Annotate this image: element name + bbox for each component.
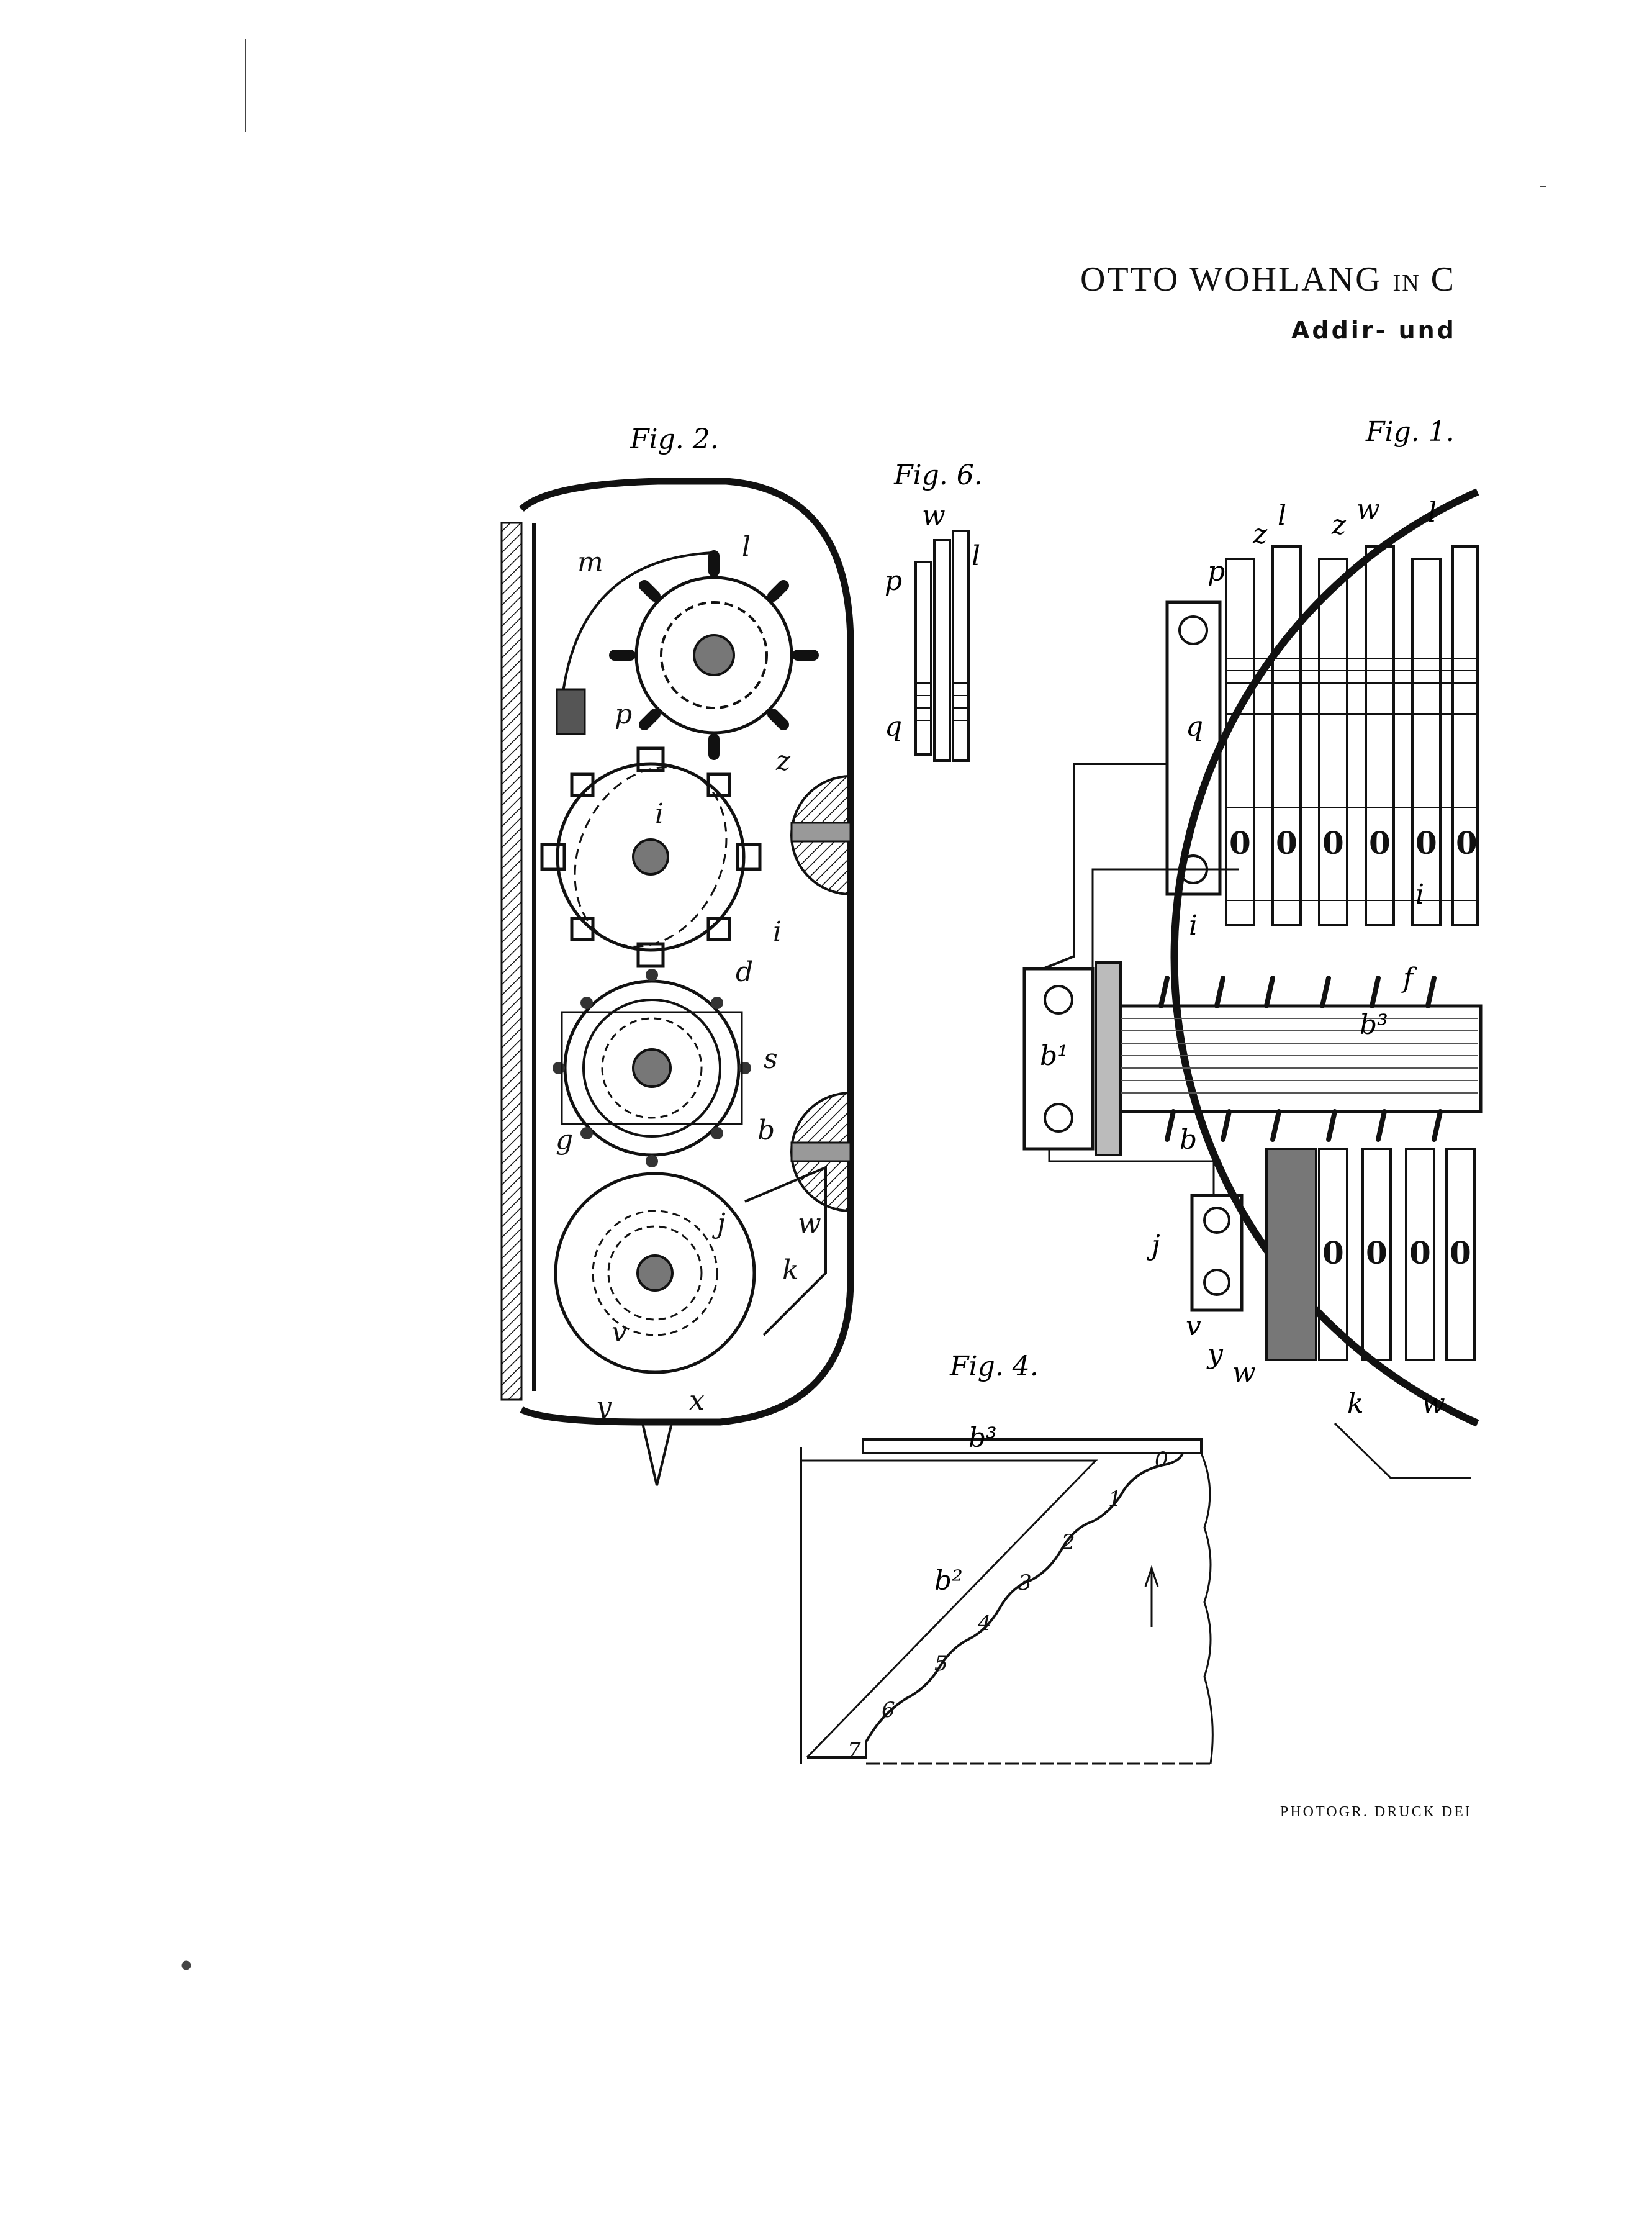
fig2-label-d: d: [736, 956, 753, 988]
fig1-label-y: y: [1206, 1338, 1224, 1370]
fig1-digit-3: 0: [1322, 825, 1344, 861]
fig1-label-i2: i: [1415, 879, 1424, 910]
fig6-label-q: q: [885, 711, 902, 743]
fig4-drawing: Fig. 4. b³ b² 0 1 2 3 4 5 6 7: [800, 1351, 1214, 1765]
fig1-label-k: k: [1347, 1388, 1364, 1420]
fig4-label-b3: b³: [968, 1422, 997, 1454]
fig4-step-6: 6: [882, 1698, 895, 1723]
fig1-label-b: b: [1180, 1124, 1197, 1156]
fig2-drawing: Fig. 2.: [500, 424, 854, 1486]
fig1-caption: Fig. 1.: [1365, 416, 1455, 448]
fig1-drawing: Fig. 1.: [1022, 416, 1483, 1479]
fig4-step-7: 7: [847, 1738, 861, 1763]
fig2-label-p: p: [615, 699, 632, 730]
header-subtitle: Addir- und: [1291, 317, 1456, 344]
fig1-digit-2: 0: [1276, 825, 1298, 861]
fig2-label-b: b: [757, 1115, 775, 1146]
inventor-name: OTTO WOHLANG: [1080, 260, 1383, 299]
fig2-label-j: j: [711, 1208, 726, 1239]
fig2-label-k: k: [782, 1254, 799, 1286]
fig2-gear-z: [540, 746, 762, 968]
fig2-label-g: g: [556, 1124, 573, 1156]
fig2-gear-k: [554, 1165, 827, 1374]
fig1-digit-10: 0: [1450, 1234, 1471, 1271]
fig2-label-w: w: [798, 1208, 821, 1239]
fig1-label-j: j: [1146, 1230, 1160, 1261]
fig1-label-z2: z: [1331, 509, 1347, 541]
fig1-label-v: v: [1186, 1310, 1201, 1342]
fig4-step-2: 2: [1061, 1530, 1075, 1555]
fig1-label-p: p: [1207, 556, 1225, 587]
place-fragment: C: [1430, 260, 1456, 299]
fig6-label-w: w: [922, 500, 946, 532]
fig1-label-b3: b³: [1360, 1009, 1388, 1041]
fig6-label-p: p: [885, 565, 902, 597]
fig1-label-l2: l: [1428, 497, 1437, 528]
fig1-digit-1: 0: [1229, 825, 1251, 861]
fig4-step-1: 1: [1108, 1487, 1122, 1511]
fig2-label-y: y: [595, 1391, 612, 1423]
fig1-label-q: q: [1186, 711, 1203, 743]
fig6-caption: Fig. 6.: [893, 460, 983, 491]
fig2-caption: Fig. 2.: [630, 424, 719, 455]
fig2-label-i: i: [773, 916, 782, 948]
fig1-label-l1: l: [1278, 500, 1286, 532]
fig1-label-w3: w: [1422, 1388, 1445, 1420]
fig2-label-z: z: [775, 745, 791, 777]
fig1-label-b1: b¹: [1040, 1040, 1068, 1072]
fig1-label-z1: z: [1252, 519, 1268, 550]
fig2-label-l: l: [742, 531, 751, 563]
fig1-label-i1: i: [1189, 910, 1198, 941]
fig2-label-i-top: i: [655, 798, 664, 830]
fig4-caption: Fig. 4.: [949, 1351, 1039, 1382]
fig4-label-b2: b²: [934, 1565, 963, 1597]
fig2-label-s: s: [764, 1043, 778, 1075]
fig2-gear-d: [553, 969, 751, 1167]
fig1-digit-9: 0: [1409, 1234, 1431, 1271]
fig2-label-v: v: [612, 1316, 627, 1348]
fig2-label-x: x: [689, 1385, 705, 1416]
fig1-digit-5: 0: [1415, 825, 1437, 861]
header-inventor-line: OTTO WOHLANG IN C: [1080, 260, 1456, 299]
fig1-digit-4: 0: [1369, 825, 1391, 861]
fig4-step-0: 0: [1155, 1447, 1168, 1472]
fig1-label-f: f: [1401, 963, 1417, 994]
fig2-label-m: m: [577, 546, 603, 578]
fig1-label-w2: w: [1232, 1357, 1256, 1388]
fig1-label-w1: w: [1356, 494, 1380, 525]
fig6-label-l: l: [972, 540, 980, 572]
fig4-step-5: 5: [934, 1651, 948, 1676]
fig1-digit-8: 0: [1366, 1234, 1388, 1271]
fig1-digit-6: 0: [1456, 825, 1478, 861]
in-word: IN: [1392, 270, 1420, 296]
fig4-step-3: 3: [1018, 1570, 1032, 1595]
fig4-step-4: 4: [977, 1611, 991, 1636]
fig6-drawing: Fig. 6. w l p q: [885, 460, 983, 762]
margin-marks: [181, 39, 1546, 1970]
fig2-gear-l: [609, 550, 819, 760]
printer-footer: PHOTOGR. DRUCK DEI: [1280, 1804, 1472, 1820]
fig1-digit-7: 0: [1322, 1234, 1344, 1271]
